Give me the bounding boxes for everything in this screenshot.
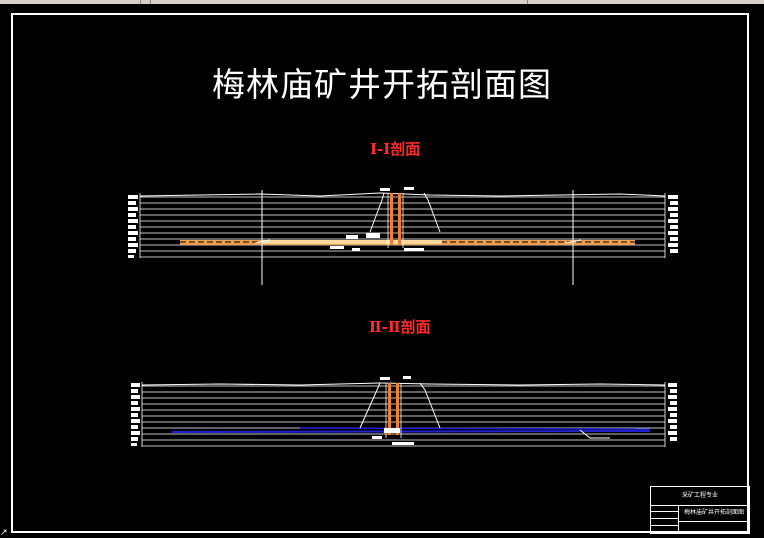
section-2-shafts <box>359 376 441 445</box>
ucs-icon: ↗ <box>0 528 8 538</box>
title-block-program: 采矿工程专业 <box>651 487 749 506</box>
section-1-surface <box>139 192 666 197</box>
section-2-left-borehole-log <box>131 383 140 446</box>
title-block-footer <box>679 521 749 534</box>
title-block-grid <box>651 505 679 533</box>
drawing-title: 梅林庙矿井开拓剖面图 <box>212 65 552 104</box>
section-1-left-borehole-log <box>128 195 138 258</box>
section-1-fault-lines <box>254 190 582 285</box>
title-block-drawing-name: 梅林庙矿井开拓剖面图 <box>683 509 744 516</box>
section-1-right-borehole-log <box>668 195 678 253</box>
window-top-bar <box>0 0 764 4</box>
title-block: 采矿工程专业 梅林庙矿井开拓剖面图 <box>650 486 750 534</box>
section-2-right-borehole-log <box>668 383 677 441</box>
toolbar-separator <box>527 0 528 4</box>
section-2-surface <box>141 382 666 386</box>
section-1-coal-seam <box>180 240 635 245</box>
section-1-shafts <box>330 187 441 251</box>
section-label-2: Ⅱ-Ⅱ剖面 <box>369 318 431 336</box>
section-2-strata <box>141 382 666 447</box>
toolbar-separator <box>150 0 151 4</box>
toolbar-separator <box>140 0 141 4</box>
section-2-water-level <box>171 427 651 439</box>
drawing-frame <box>11 13 749 533</box>
section-label-1: Ⅰ-Ⅰ剖面 <box>370 140 421 158</box>
section-1-strata <box>139 193 666 258</box>
